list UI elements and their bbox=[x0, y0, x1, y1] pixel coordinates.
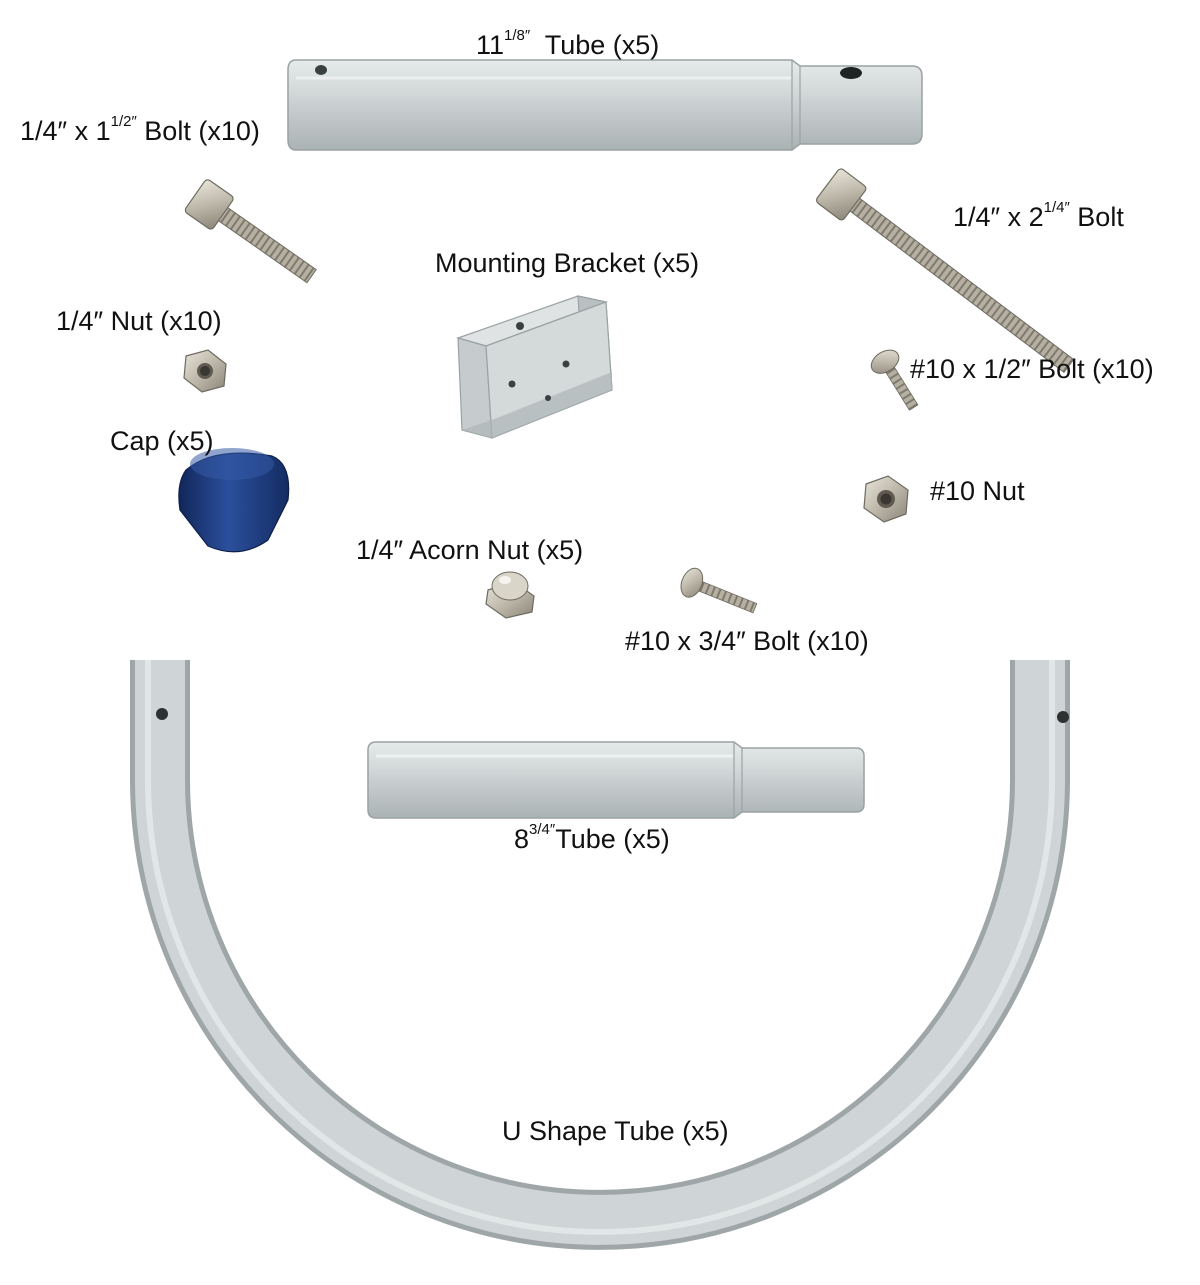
label-cap: Cap (x5) bbox=[110, 426, 214, 456]
bracket-icon bbox=[456, 295, 613, 439]
label-tube-8: 83/4″Tube (x5) bbox=[514, 821, 670, 854]
label-bracket: Mounting Bracket (x5) bbox=[435, 248, 700, 278]
u-tube-icon bbox=[130, 660, 1070, 1250]
label-u-tube: U Shape Tube (x5) bbox=[502, 1116, 729, 1146]
nut-10-icon bbox=[863, 475, 909, 523]
label-bolt-1-5: 1/4″ x 11/2″ Bolt (x10) bbox=[20, 113, 260, 146]
nut-quarter-icon bbox=[183, 349, 227, 393]
label-nut-10: #10 Nut bbox=[930, 476, 1025, 506]
bolt-2-25-icon bbox=[815, 168, 1075, 374]
label-tube-11: 111/8″ Tube (x5) bbox=[476, 27, 660, 60]
label-bolt-10-three-quarter: #10 x 3/4″ Bolt (x10) bbox=[625, 626, 869, 656]
bolt-1-5-icon bbox=[184, 179, 317, 284]
acorn-nut-icon bbox=[485, 571, 535, 619]
bolt-10-half-icon bbox=[870, 349, 919, 411]
tube-8-icon bbox=[367, 741, 865, 819]
label-bolt-10-half: #10 x 1/2″ Bolt (x10) bbox=[910, 354, 1154, 384]
label-nut-quarter: 1/4″ Nut (x10) bbox=[56, 306, 222, 336]
label-bolt-2-25: 1/4″ x 21/4″ Bolt bbox=[953, 199, 1124, 232]
label-acorn-nut: 1/4″ Acorn Nut (x5) bbox=[356, 535, 584, 565]
tube-11-icon bbox=[287, 59, 923, 151]
bolt-10-three-quarter-icon bbox=[680, 567, 758, 614]
cap-icon bbox=[178, 448, 290, 553]
